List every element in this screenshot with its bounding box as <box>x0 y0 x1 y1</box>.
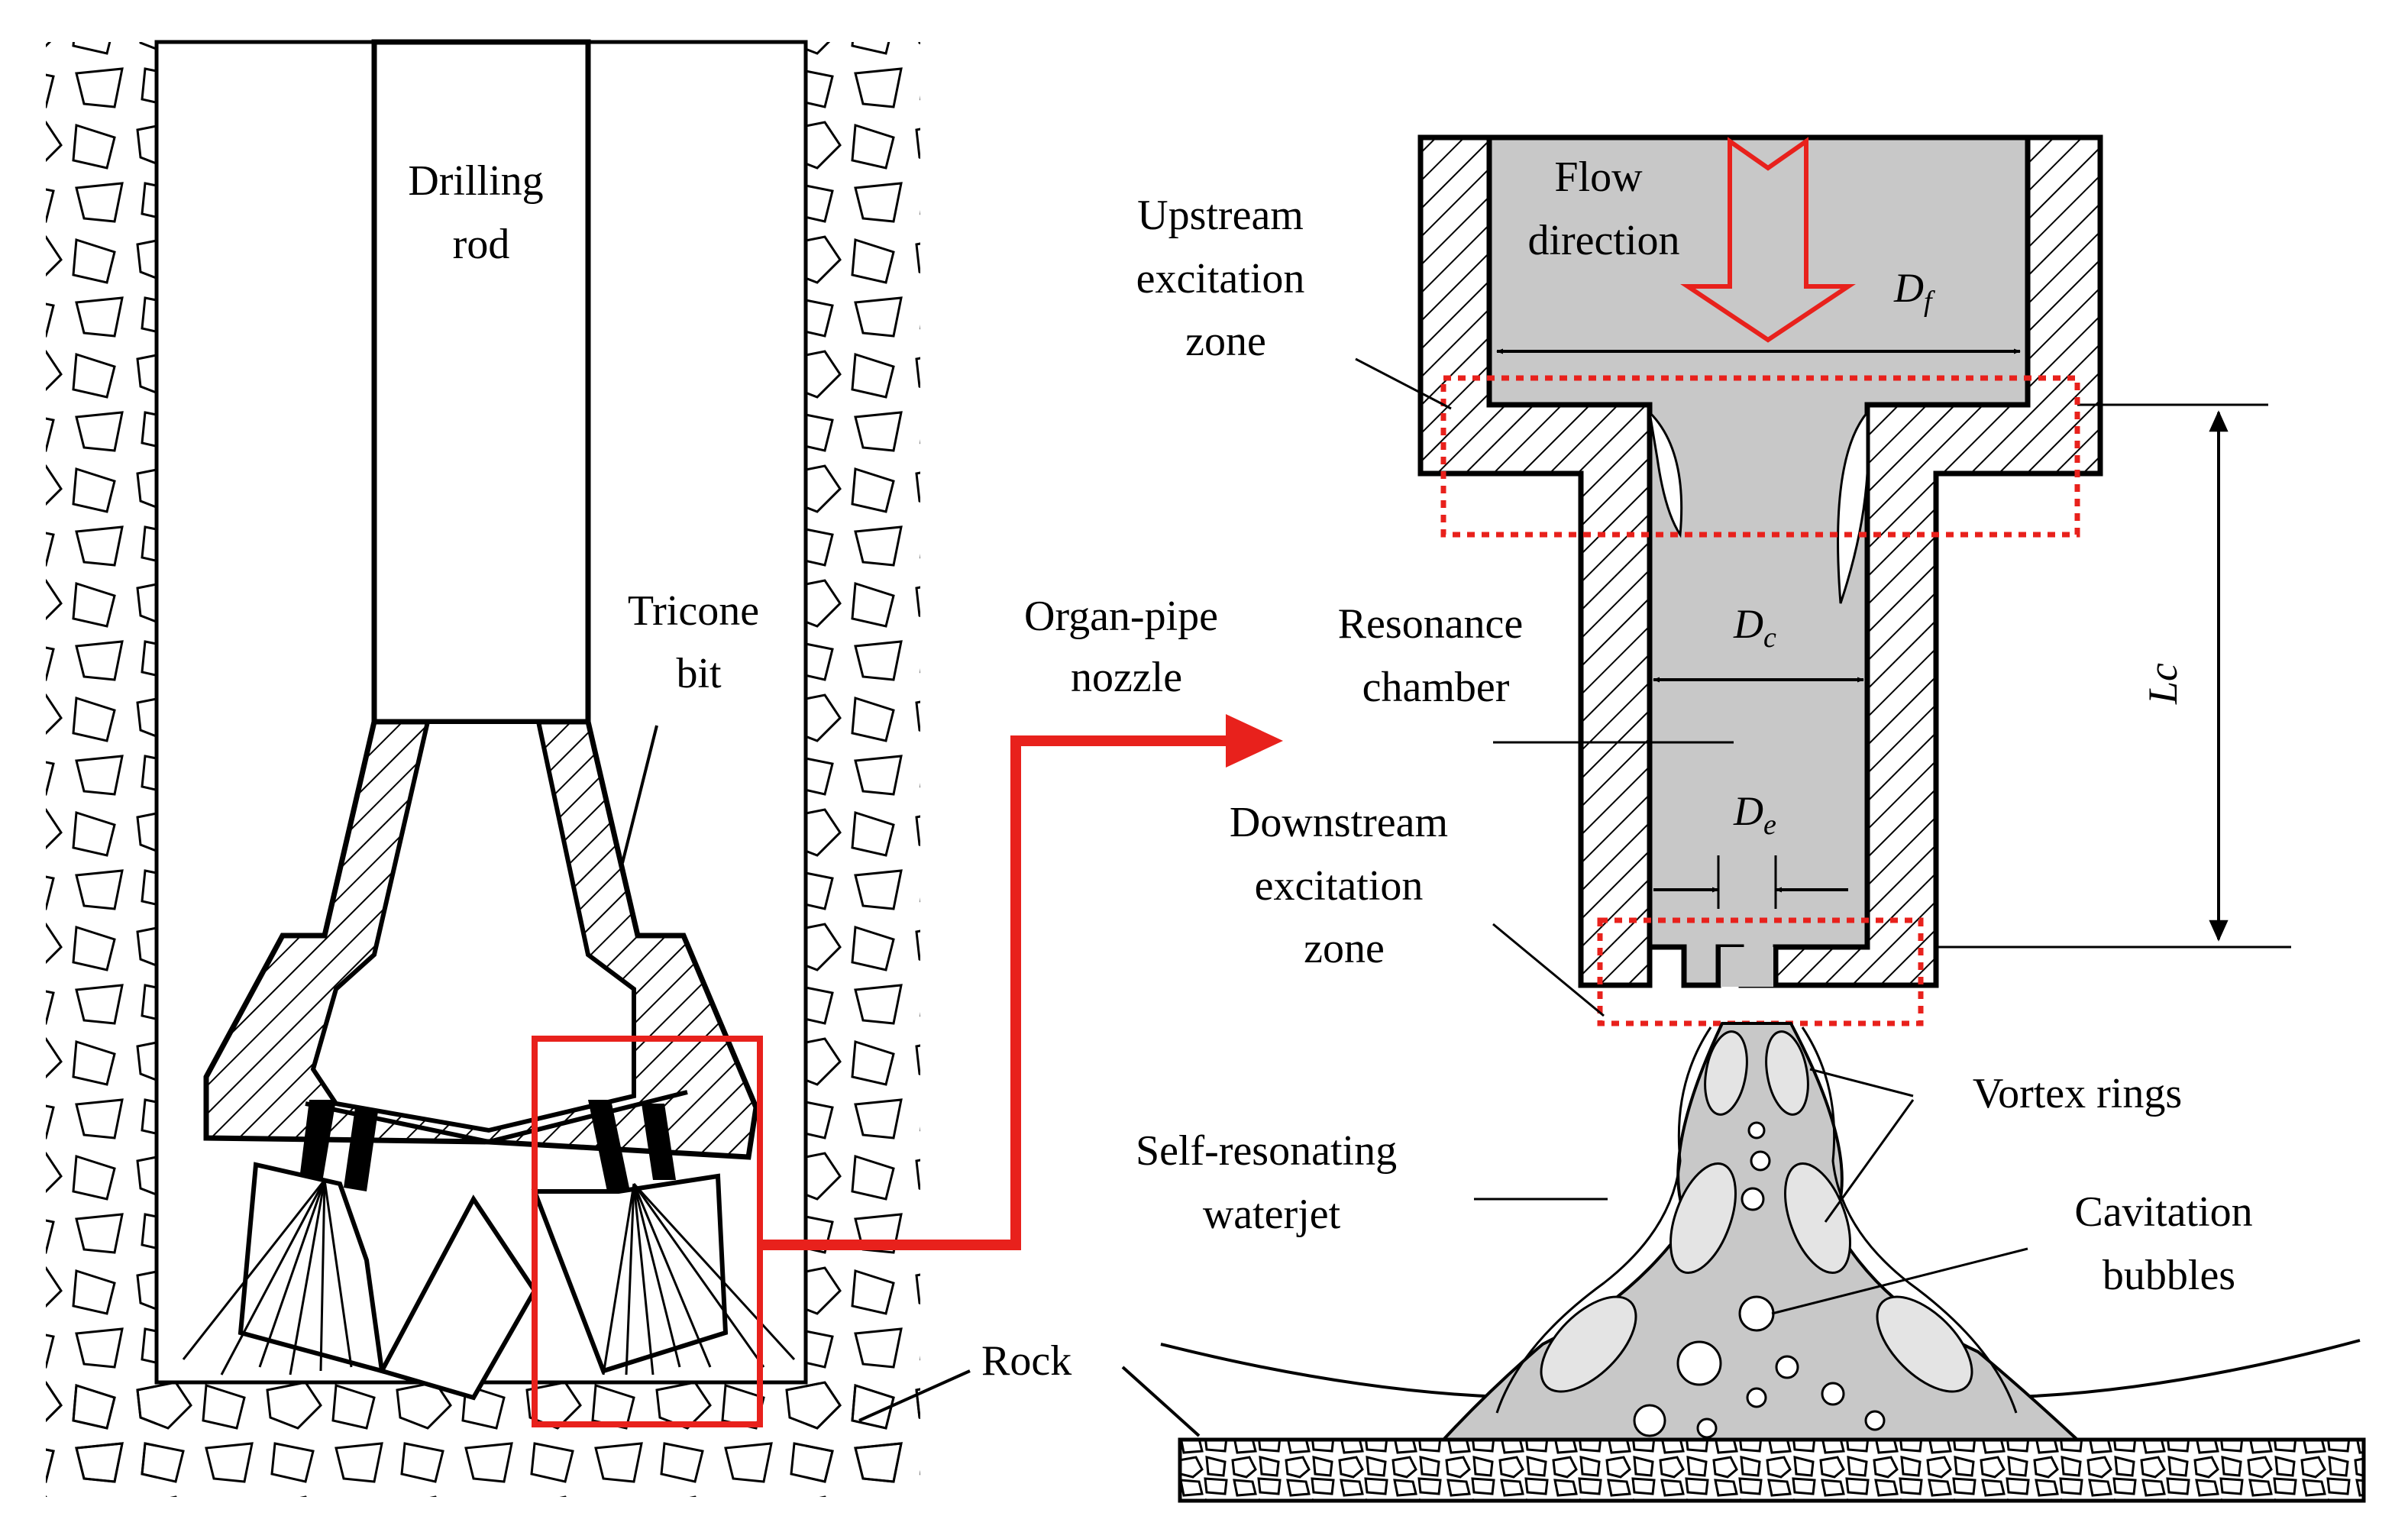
vortex-rings-leader-2 <box>1824 1099 1915 1223</box>
left-jet-streaks <box>182 1179 353 1375</box>
cavitation-bubble <box>1696 1417 1718 1439</box>
vortex-ring <box>1876 1295 1973 1393</box>
vortex-ring <box>1704 1030 1748 1116</box>
rock-leader-left <box>858 1369 971 1422</box>
cavitation-bubble-set <box>1633 1121 1886 1439</box>
upstream-excitation-zone-box <box>1440 375 2080 538</box>
rock-label: Rock <box>981 1337 1071 1385</box>
upstream-zone-leader <box>1355 357 1452 410</box>
dc-symbol: Dc <box>1733 601 1776 654</box>
rock-surface-curve-right <box>1977 1339 2361 1399</box>
cavitation-bubble <box>1775 1355 1799 1379</box>
vortex-rings-leader-1 <box>1809 1068 1914 1097</box>
lc-symbol: Lc <box>2140 663 2186 705</box>
rock-leader-right <box>1121 1366 1201 1437</box>
left-nozzle-insert-2 <box>344 1107 378 1191</box>
connector-arrowhead <box>1226 714 1283 768</box>
flow-direction-label: Flow direction <box>1527 154 1679 264</box>
jet-outer-sheath <box>1495 1026 1712 1414</box>
vortex-rings-label: Vortex rings <box>1973 1070 2182 1117</box>
downstream-zone-label: Downstream excitation zone <box>1230 799 1459 972</box>
nozzle-highlight-box <box>532 1036 763 1427</box>
drilling-rod <box>371 39 591 725</box>
left-rock-wall <box>46 42 157 1493</box>
de-symbol: De <box>1733 788 1776 841</box>
vortex-ring <box>1765 1030 1809 1116</box>
resonance-chamber-label: Resonance chamber <box>1338 600 1534 711</box>
cavitation-bubble <box>1676 1340 1722 1386</box>
flow-direction-arrow <box>1680 137 1856 343</box>
cavitation-bubble <box>1864 1410 1886 1431</box>
inlet-void-right <box>1837 409 1869 604</box>
downstream-zone-leader <box>1492 923 1605 1017</box>
cavitation-bubble <box>1741 1187 1765 1211</box>
cavitation-bubbles-leader <box>1771 1247 2028 1315</box>
right-jet-streaks <box>602 1182 796 1375</box>
cavitation-bubble <box>1633 1404 1666 1437</box>
right-nozzle-insert-2 <box>642 1104 676 1180</box>
borehole-section: Drilling rod <box>46 39 1283 1497</box>
connector-arrow-line <box>760 735 1230 1250</box>
bottom-rock <box>46 1382 920 1497</box>
cavitation-bubbles-label: Cavitation bubbles <box>2074 1188 2263 1299</box>
fluid-cavity <box>1486 134 2031 988</box>
cavitation-bubble <box>1747 1121 1766 1139</box>
rock-surface-curve-left <box>1160 1343 1543 1399</box>
tricone-bit-leader <box>621 725 658 864</box>
upstream-zone-label: Upstream excitation zone <box>1136 192 1316 365</box>
rock-specimen <box>1178 1437 2366 1503</box>
tricone-bit-label: Tricone bit <box>628 587 770 697</box>
cavitation-bubble <box>1750 1150 1771 1172</box>
organ-pipe-nozzle-label: Organ-pipe nozzle <box>1024 593 1229 701</box>
outlet-bore <box>1718 947 1776 987</box>
bit-bore <box>310 719 636 1133</box>
right-nozzle-insert <box>588 1100 630 1191</box>
self-resonating-waterjet-label: Self-resonating waterjet <box>1136 1127 1408 1238</box>
vortex-ring <box>1540 1295 1637 1393</box>
jet-outer-sheath-right <box>1801 1026 2018 1414</box>
cavitation-bubble <box>1821 1382 1845 1406</box>
right-rock-wall <box>806 42 920 1493</box>
vortex-ring <box>1669 1162 1737 1275</box>
vortex-ring <box>1784 1162 1851 1275</box>
waterjet: Vortex rings Self-resonating waterjet Ca… <box>1136 1022 2366 1503</box>
inlet-void-left <box>1647 409 1683 538</box>
cavitation-bubble <box>1738 1295 1775 1332</box>
nozzle-detail: Flow direction Df Dc De Lc Upstream exci… <box>1136 134 2291 1026</box>
left-nozzle-insert <box>298 1100 336 1191</box>
drilling-rod-label: Drilling rod <box>408 157 554 268</box>
vortex-ring-set <box>1540 1030 1973 1393</box>
cavitation-bubble <box>1746 1387 1767 1408</box>
